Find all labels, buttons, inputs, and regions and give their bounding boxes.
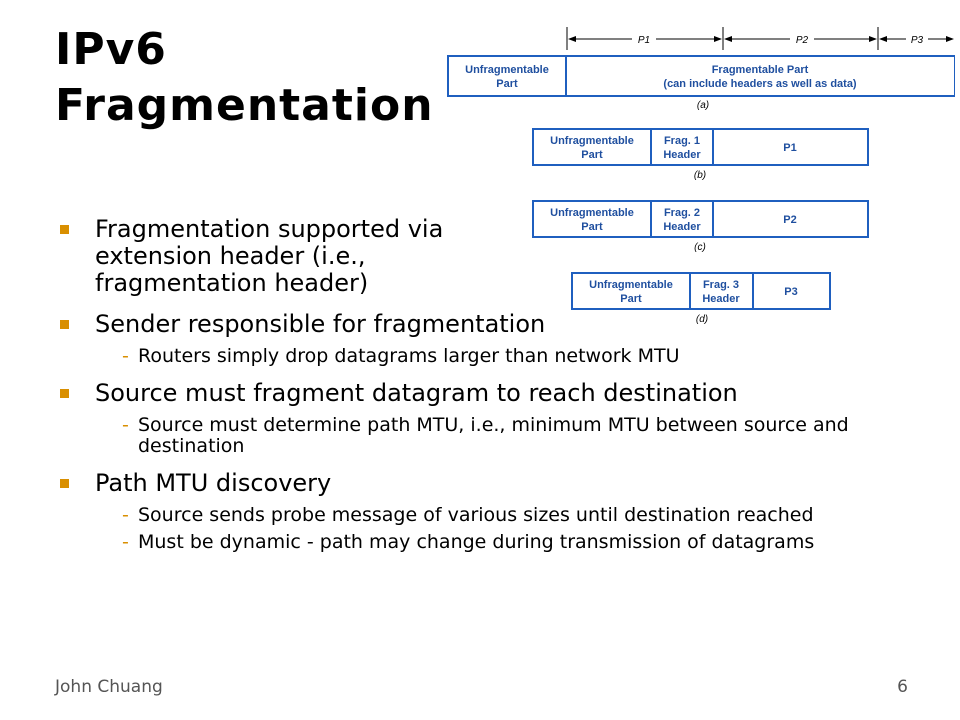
label-p1: P1: [638, 35, 650, 46]
row-a: Unfragmentable Part Fragmentable Part (c…: [447, 55, 955, 111]
row-a-unfrag-line2: Part: [496, 78, 518, 90]
sub-bullet-item: - Must be dynamic - path may change duri…: [60, 532, 940, 553]
dash-bullet-icon: -: [122, 414, 129, 436]
footer-author: John Chuang: [55, 677, 163, 697]
dash-bullet-icon: -: [122, 504, 129, 526]
row-a-frag-line1: Fragmentable Part: [712, 64, 809, 76]
bullet-item: Sender responsible for fragmentation: [60, 311, 940, 338]
row-c: Unfragmentable Part Frag. 2 Header P2 (c…: [532, 200, 869, 253]
sub-bullet-item: - Source must determine path MTU, i.e., …: [60, 415, 940, 457]
dash-bullet-icon: -: [122, 345, 129, 367]
row-c-hdr-line2: Header: [663, 221, 701, 233]
row-c-unfrag-line2: Part: [581, 221, 603, 233]
bullet-item: Fragmentation supported via extension he…: [60, 216, 505, 297]
sub-bullet-item: - Routers simply drop datagrams larger t…: [60, 346, 940, 367]
row-d-hdr-line1: Frag. 3: [703, 279, 739, 291]
row-b-unfrag-line2: Part: [581, 149, 603, 161]
row-b-unfrag-line1: Unfragmentable: [550, 135, 634, 147]
row-d-caption: (d): [696, 314, 708, 325]
row-d-unfrag-line1: Unfragmentable: [589, 279, 673, 291]
title-line-2: Fragmentation: [55, 80, 434, 131]
row-b: Unfragmentable Part Frag. 1 Header P1 (b…: [532, 128, 869, 181]
row-a-caption: (a): [697, 100, 709, 111]
dash-bullet-icon: -: [122, 531, 129, 553]
label-p2: P2: [796, 35, 809, 46]
row-b-hdr-line1: Frag. 1: [664, 135, 700, 147]
sub-bullet-text: Source sends probe message of various si…: [138, 504, 814, 526]
fragmentation-diagram: P1 P2 P3 Unfragmentable Part Fragmentabl…: [447, 27, 955, 325]
slide-title: IPv6 Fragmentation: [55, 22, 455, 134]
bullet-text: Path MTU discovery: [95, 469, 332, 497]
sub-bullet-text: Source must determine path MTU, i.e., mi…: [138, 414, 849, 457]
row-c-hdr-line1: Frag. 2: [664, 207, 700, 219]
row-a-frag-line2: (can include headers as well as data): [663, 78, 857, 90]
title-line-1: IPv6: [55, 24, 167, 75]
row-c-unfrag-line1: Unfragmentable: [550, 207, 634, 219]
bullet-text: Sender responsible for fragmentation: [95, 310, 546, 338]
square-bullet-icon: [60, 225, 69, 234]
bullet-list: Fragmentation supported via extension he…: [60, 216, 940, 553]
bullet-text: Source must fragment datagram to reach d…: [95, 379, 738, 407]
sub-bullet-text: Must be dynamic - path may change during…: [138, 531, 815, 553]
sub-bullet-item: - Source sends probe message of various …: [60, 505, 940, 526]
row-d-hdr-line2: Header: [702, 293, 740, 305]
row-c-caption: (c): [694, 242, 706, 253]
row-b-caption: (b): [694, 170, 706, 181]
row-a-unfrag-line1: Unfragmentable: [465, 64, 549, 76]
bullet-item: Path MTU discovery: [60, 470, 940, 497]
label-p3: P3: [911, 35, 924, 46]
page-number: 6: [897, 677, 908, 697]
square-bullet-icon: [60, 320, 69, 329]
row-c-payload: P2: [783, 214, 796, 226]
sub-bullet-text: Routers simply drop datagrams larger tha…: [138, 345, 680, 367]
bullet-text: Fragmentation supported via extension he…: [95, 215, 444, 297]
row-d-payload: P3: [784, 286, 797, 298]
row-b-payload: P1: [783, 142, 796, 154]
row-d: Unfragmentable Part Frag. 3 Header P3 (d…: [571, 272, 831, 325]
square-bullet-icon: [60, 479, 69, 488]
square-bullet-icon: [60, 389, 69, 398]
bullet-item: Source must fragment datagram to reach d…: [60, 380, 940, 407]
row-d-unfrag-line2: Part: [620, 293, 642, 305]
row-b-hdr-line2: Header: [663, 149, 701, 161]
fragment-size-ruler: [566, 27, 951, 50]
